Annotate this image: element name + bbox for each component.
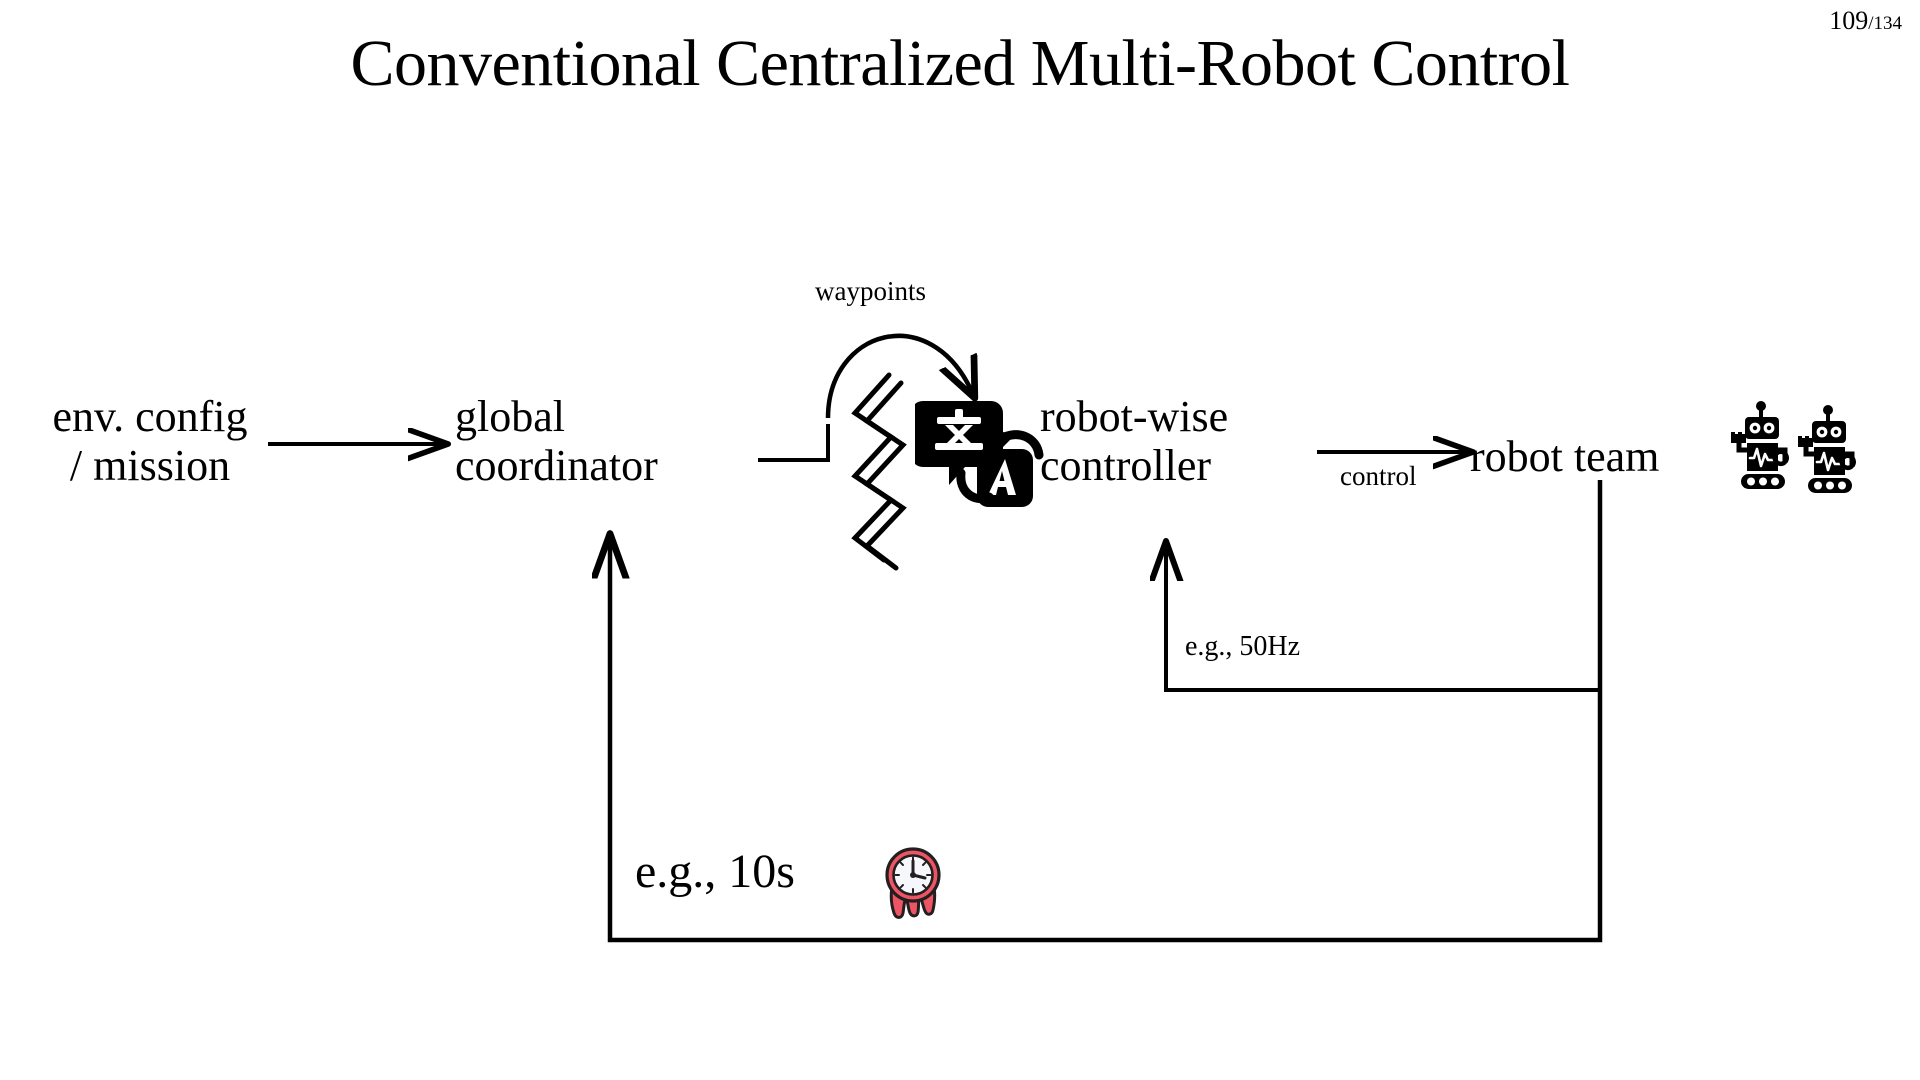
page-current: 109 (1829, 6, 1869, 35)
translate-icon (915, 401, 1044, 507)
edge-label-control: control (1340, 461, 1417, 491)
robot-team-node[interactable]: robot team (1470, 432, 1660, 481)
page-counter: 109/134 (1829, 8, 1902, 34)
env-config-mission-node[interactable]: env. config / mission (52, 392, 248, 491)
zigzag-break-icon (851, 372, 907, 571)
robot-pair-icon (1731, 401, 1856, 493)
melting-clock-icon (885, 847, 941, 919)
edge-label-slow-loop: e.g., 10s (635, 845, 795, 898)
robot-wise-controller-node[interactable]: robot-wise controller (1040, 392, 1229, 491)
edge-global-to-controller-stub (758, 424, 830, 462)
page-total: /134 (1868, 13, 1902, 34)
page-title: Conventional Centralized Multi-Robot Con… (350, 27, 1570, 100)
edge-label-waypoints: waypoints (815, 276, 926, 306)
edge-label-fast-loop: e.g., 50Hz (1185, 631, 1301, 662)
global-coordinator-node[interactable]: global coordinator (455, 392, 658, 491)
